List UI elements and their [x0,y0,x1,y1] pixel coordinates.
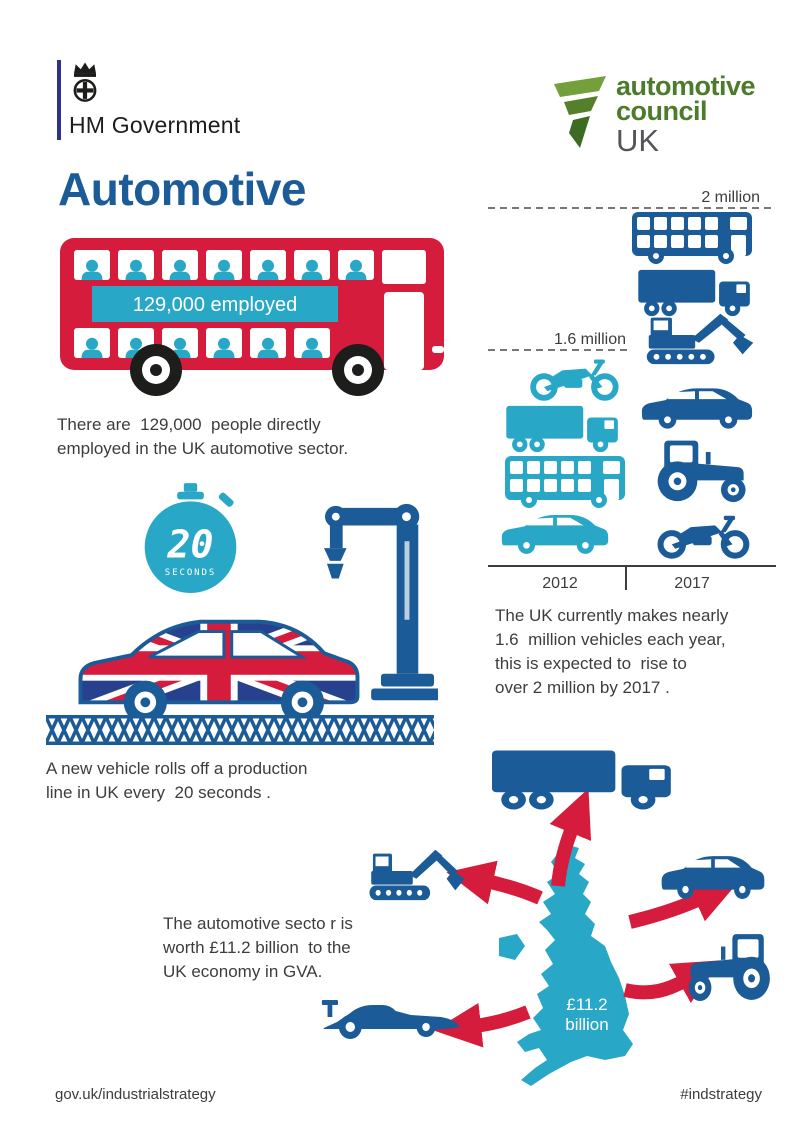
council-chevron-icon [554,76,606,148]
council-word-uk: UK [616,123,660,158]
chart-truck-2017-icon [638,269,750,317]
arrow-to-excavator [446,860,543,905]
chart-motorcycle-2017-icon [661,516,747,556]
chart-label-2-million: 2 million [701,189,760,206]
chart-tractor-2017-icon [657,440,746,503]
chart-year-2012: 2012 [542,575,578,592]
chart-excavator-2017-icon [646,313,754,365]
hm-logo-bar [57,60,61,140]
stopwatch-unit: SECONDS [165,568,217,578]
bus-illustration: 129,000 employed [60,238,444,396]
bus-banner [92,286,338,322]
chart-car-2012-icon [501,514,609,554]
council-word-council: council [616,96,708,126]
arrow-to-car [628,880,739,929]
gva-f1-car-icon [321,1000,460,1039]
chart-bus-2012-icon [505,456,625,508]
footer-url: gov.uk/industrialstrategy [55,1086,216,1103]
hm-government-logo: HM Government [57,60,297,144]
production-chart: 2 million 1.6 million 2012 2017 [488,189,776,592]
page-title: Automotive [58,163,307,215]
gva-excavator-icon [369,849,465,901]
gva-truck-icon [492,750,671,810]
bus-banner-label: 129,000 employed [133,294,298,316]
stopwatch-icon: 20 SECONDS [144,483,237,593]
chart-bus-2017-icon [632,212,752,264]
council-word-automotive: automotive [616,71,756,101]
map-value-label: £11.2 [566,995,607,1014]
production-caption: A new vehicle rolls off a production lin… [46,759,308,803]
arrow-to-truck [549,788,592,887]
chart-truck-2012-icon [506,405,618,453]
stopwatch-value: 20 [167,524,214,568]
arrow-to-f1 [433,1002,531,1048]
conveyor-belt-illustration [46,715,434,745]
employment-caption: There are 129,000 people directly employ… [57,415,349,459]
gva-tractor-icon [688,934,770,1001]
chart-label-1point6-million: 1.6 million [554,331,626,348]
union-jack-car-illustration [78,619,360,718]
robot-arm-icon [324,503,438,701]
chart-motorcycle-2012-icon [533,360,616,398]
gva-caption: The automotive secto r is worth £11.2 bi… [163,914,353,982]
chart-year-2017: 2017 [674,575,710,592]
hm-crest-icon [73,62,97,102]
footer-hashtag: #indstrategy [680,1086,762,1103]
arrow-to-tractor [623,960,722,1003]
chart-caption: The UK currently makes nearly 1.6 millio… [495,606,729,698]
automotive-council-logo: automotive council UK [552,72,762,164]
hm-government-label: HM Government [69,112,241,138]
uk-map-illustration: £11.2 billion [499,844,633,1086]
gva-arrows [433,788,739,1048]
map-unit-label: billion [565,1015,608,1034]
chart-car-2017-icon [641,388,753,429]
gva-car-icon [661,856,765,899]
